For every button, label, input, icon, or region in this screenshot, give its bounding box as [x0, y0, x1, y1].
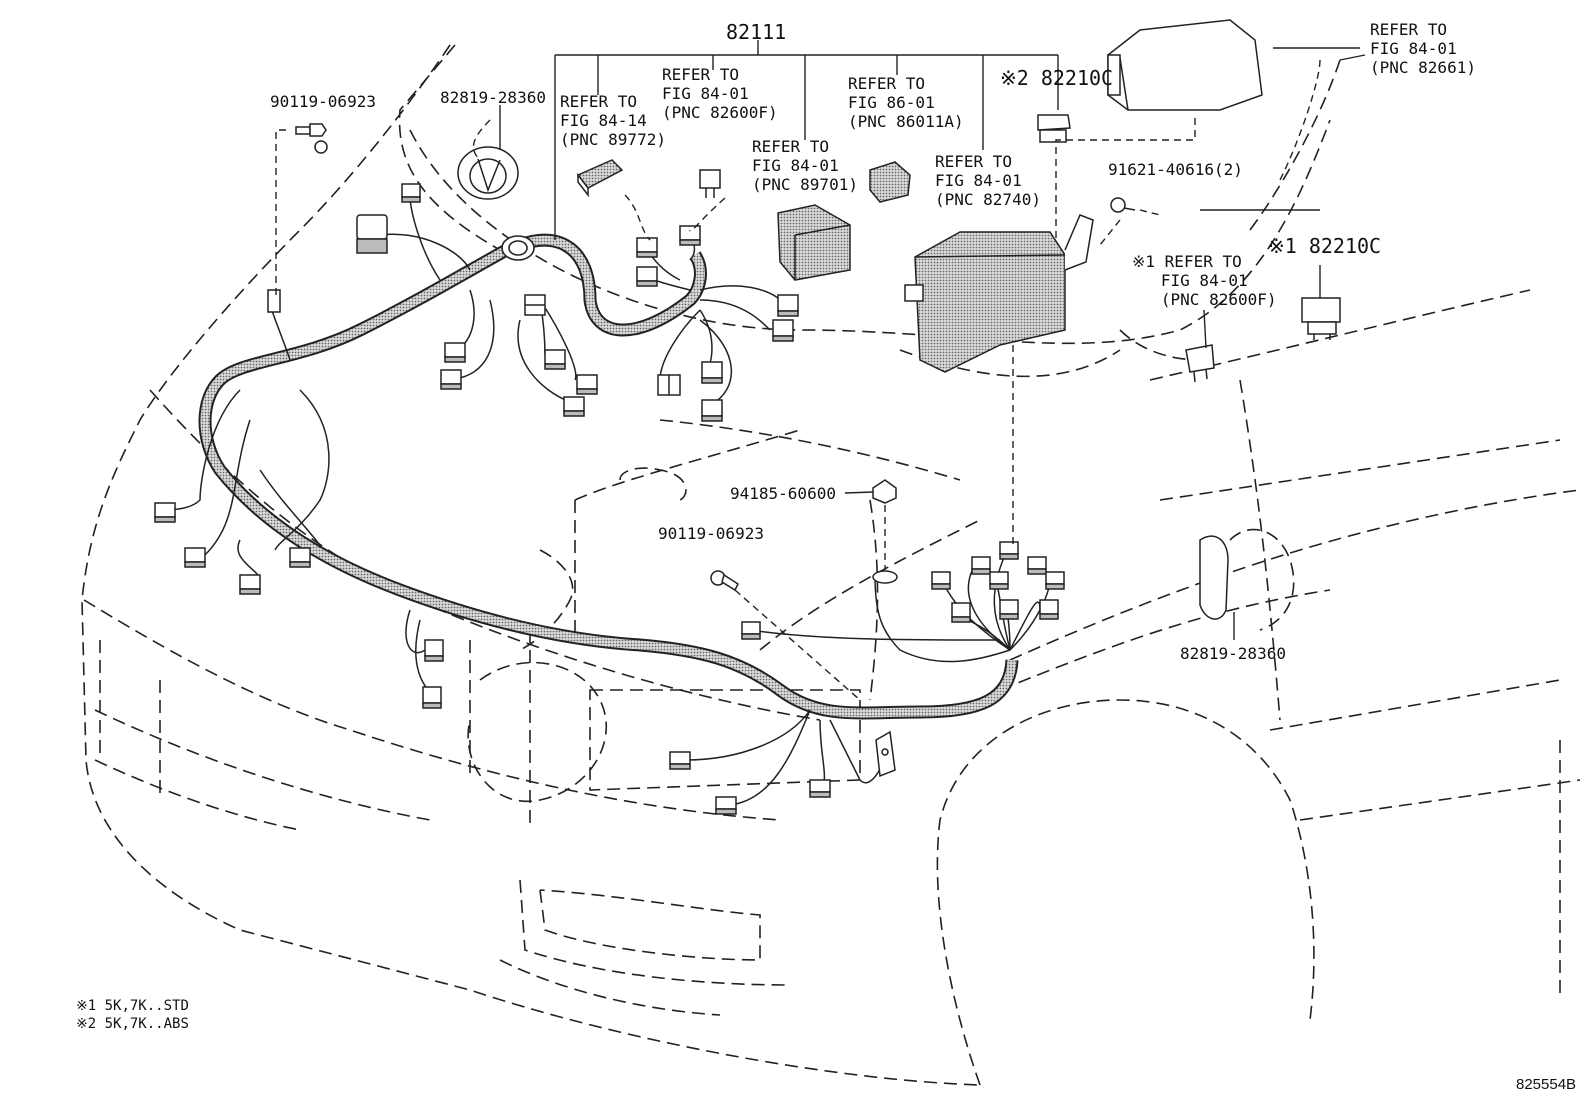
connector — [715, 796, 737, 815]
connector — [701, 399, 723, 422]
fuse-holder-part — [576, 159, 624, 198]
connector — [989, 571, 1009, 590]
connector — [239, 574, 261, 595]
connector — [563, 396, 585, 417]
label-82111: 82111 — [726, 20, 787, 44]
connector — [524, 294, 546, 316]
connector — [772, 319, 794, 342]
connector — [669, 751, 691, 770]
connector — [636, 266, 658, 287]
dashed-leaders — [275, 59, 1321, 701]
nut-part — [872, 479, 898, 584]
connectors — [154, 183, 1065, 815]
connector — [424, 639, 444, 662]
connector — [657, 374, 681, 396]
note-abs: ※2 5K,7K..ABS — [76, 1016, 189, 1032]
connector — [576, 374, 598, 395]
label-relay-std: ※1 82210C — [1268, 234, 1382, 258]
bolt-lower-part — [710, 570, 739, 592]
label-refer-82740: REFER TO FIG 84-01 (PNC 82740) — [935, 152, 1041, 210]
label-refer-82661: REFER TO FIG 84-01 (PNC 82661) — [1370, 20, 1476, 78]
connector — [422, 686, 442, 709]
figure-code: 825554B — [1516, 1076, 1577, 1093]
connector — [440, 369, 462, 390]
label-relay-abs: ※2 82210C — [1000, 66, 1114, 90]
connector — [931, 571, 951, 590]
relay-block-82740-part — [904, 214, 1094, 373]
small-fuse-part — [699, 169, 721, 198]
grommet-right-part — [1199, 535, 1229, 620]
connector — [356, 214, 388, 254]
connector — [401, 183, 421, 203]
connector — [999, 541, 1019, 560]
connector — [999, 599, 1019, 620]
main-harness — [198, 233, 1019, 720]
label-refer-86011a: REFER TO FIG 86-01 (PNC 86011A) — [848, 74, 964, 132]
label-grommet-top: 82819-28360 — [440, 88, 546, 107]
relay-86011a-part — [869, 161, 911, 203]
label-bolt-lower: 90119-06923 — [658, 524, 764, 543]
bolt-part — [295, 123, 328, 154]
connector — [544, 349, 566, 370]
connector — [679, 225, 701, 246]
connector — [1027, 556, 1047, 575]
label-refer-89701: REFER TO FIG 84-01 (PNC 89701) — [752, 137, 858, 195]
connector — [154, 502, 176, 523]
connector — [701, 361, 723, 384]
grommet-top-part — [457, 146, 519, 200]
connector — [777, 294, 799, 317]
grommet-part — [501, 235, 535, 261]
connector — [1039, 599, 1059, 620]
vehicle-body-outline — [81, 44, 1581, 1086]
connector — [636, 237, 658, 258]
connector — [971, 556, 991, 575]
fuse-82600f-part — [1185, 344, 1215, 383]
label-refer-82600f-std: ※1 REFER TO FIG 84-01 (PNC 82600F) — [1132, 252, 1277, 310]
label-nut: 94185-60600 — [730, 484, 836, 503]
connector — [741, 621, 761, 640]
connector — [184, 547, 206, 568]
relay-block-part — [777, 204, 851, 281]
connector — [444, 342, 466, 363]
screw-part — [1110, 197, 1136, 213]
label-screw: 91621-40616(2) — [1108, 160, 1243, 179]
leader-lines — [499, 40, 1366, 640]
parts — [295, 19, 1341, 620]
relay-82210c-part — [1301, 297, 1341, 340]
label-bolt-top: 90119-06923 — [270, 92, 376, 111]
label-refer-82600f: REFER TO FIG 84-01 (PNC 82600F) — [662, 65, 778, 123]
relay-82210c-top-part — [1037, 114, 1071, 143]
connector — [809, 779, 831, 798]
connector — [267, 289, 281, 313]
label-refer-89772: REFER TO FIG 84-14 (PNC 89772) — [560, 92, 666, 150]
connector — [1045, 571, 1065, 590]
note-std: ※1 5K,7K..STD — [76, 998, 189, 1014]
fuse-box-cover-part — [1107, 19, 1263, 111]
label-grommet-right: 82819-28360 — [1180, 644, 1286, 663]
bracket-clip — [875, 730, 896, 778]
connector — [289, 547, 311, 568]
connector — [951, 602, 971, 623]
